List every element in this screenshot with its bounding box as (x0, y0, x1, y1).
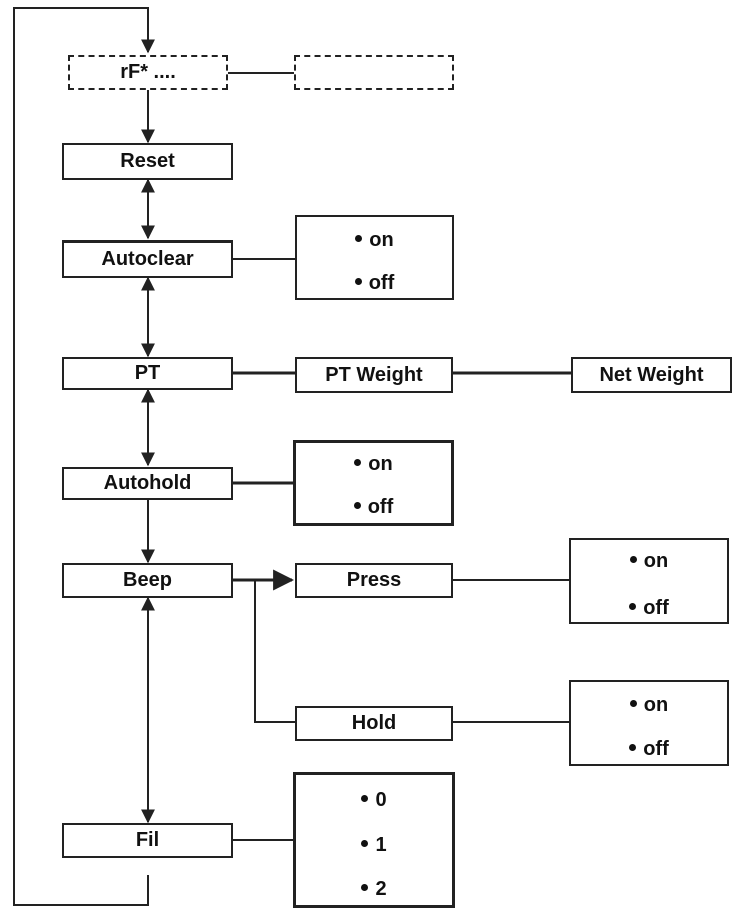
pt-weight-node: PT Weight (295, 357, 453, 393)
autohold-option-on: on (296, 453, 451, 476)
hold-node: Hold (295, 706, 453, 741)
loop-connector (13, 7, 155, 906)
autoclear-option-off: off (297, 272, 452, 295)
press-options: on off (569, 538, 729, 624)
rf-node: rF* .... (68, 55, 228, 90)
fil-label: Fil (135, 829, 160, 851)
net-weight-node: Net Weight (571, 357, 732, 393)
fil-node: Fil (62, 823, 233, 858)
pt-label: PT (134, 362, 161, 384)
autohold-options: on off (293, 440, 454, 526)
pt-weight-label: PT Weight (325, 363, 423, 386)
press-option-on: on (571, 550, 727, 573)
hold-option-off: off (571, 738, 727, 761)
fil-options: 0 1 2 (293, 772, 455, 908)
beep-node: Beep (62, 563, 233, 598)
rf-value-placeholder (294, 55, 454, 90)
press-option-off: off (571, 597, 727, 620)
hold-option-on: on (571, 694, 727, 717)
rf-label: rF* .... (120, 61, 176, 83)
beep-to-hold-link (254, 580, 295, 723)
fil-option-2: 2 (296, 878, 452, 901)
reset-node: Reset (62, 143, 233, 180)
autoclear-options: on off (295, 215, 454, 300)
press-node: Press (295, 563, 453, 598)
autohold-label: Autohold (103, 472, 192, 494)
hold-label: Hold (351, 712, 397, 734)
beep-label: Beep (123, 569, 172, 591)
autoclear-node: Autoclear (62, 240, 233, 278)
hold-options: on off (569, 680, 729, 766)
autohold-option-off: off (296, 496, 451, 519)
press-label: Press (346, 569, 402, 591)
autohold-node: Autohold (62, 467, 233, 500)
fil-option-0: 0 (296, 789, 452, 812)
reset-label: Reset (120, 150, 175, 172)
autoclear-label: Autoclear (101, 248, 194, 270)
autoclear-option-on: on (297, 229, 452, 252)
net-weight-label: Net Weight (599, 363, 704, 386)
pt-node: PT (62, 357, 233, 390)
fil-option-1: 1 (296, 834, 452, 857)
